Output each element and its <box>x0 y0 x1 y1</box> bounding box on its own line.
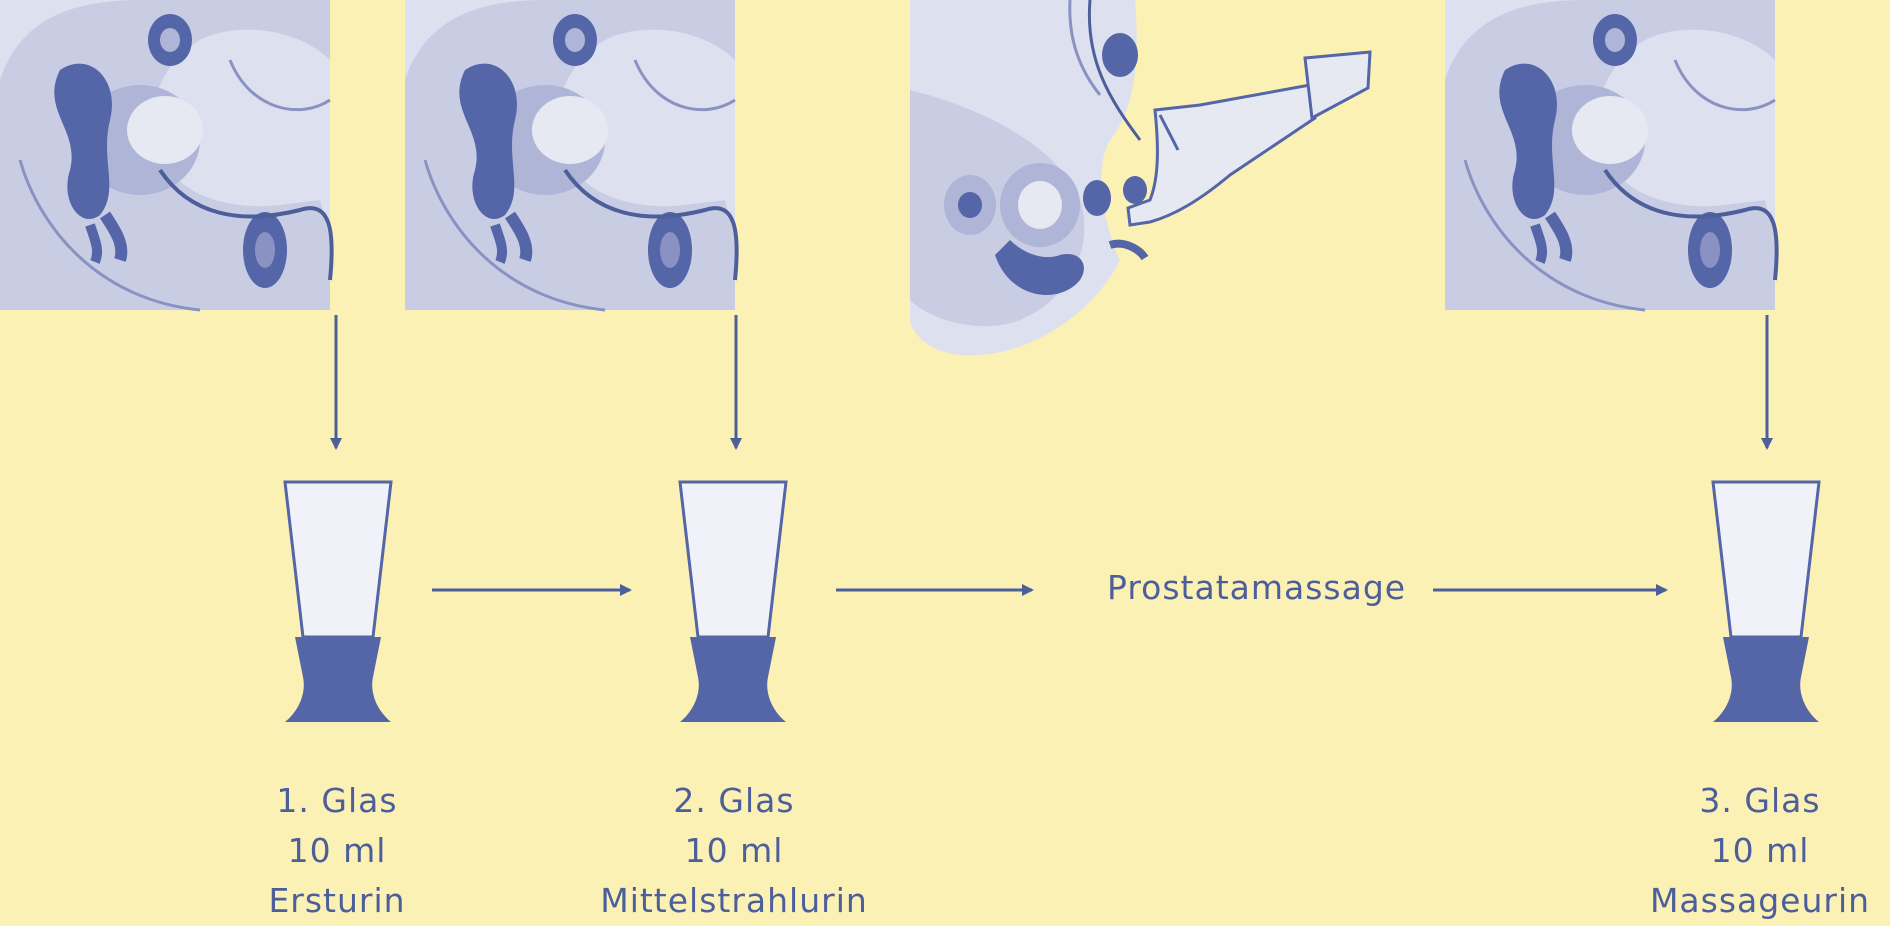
glass-1-volume: 10 ml <box>167 826 507 876</box>
glass-1-caption: 1. Glas 10 ml Ersturin <box>167 776 507 926</box>
glass-1-number: 1. Glas <box>167 776 507 826</box>
pelvis-illustration-1 <box>0 0 332 310</box>
pelvis-illustration-3 <box>1445 0 1777 310</box>
glass-2 <box>680 482 786 722</box>
glass-3-name: Massageurin <box>1590 876 1890 926</box>
glass-2-name: Mittelstrahlurin <box>564 876 904 926</box>
glass-2-volume: 10 ml <box>564 826 904 876</box>
pelvis-illustration-2 <box>405 0 737 310</box>
glass-3-volume: 10 ml <box>1590 826 1890 876</box>
glass-3 <box>1713 482 1819 722</box>
glass-3-number: 3. Glas <box>1590 776 1890 826</box>
glass-2-caption: 2. Glas 10 ml Mittelstrahlurin <box>564 776 904 926</box>
glass-1-name: Ersturin <box>167 876 507 926</box>
prostate-massage-label: Prostatamassage <box>1107 568 1406 607</box>
prostate-massage-illustration <box>910 0 1370 355</box>
glass-2-number: 2. Glas <box>564 776 904 826</box>
glass-3-caption: 3. Glas 10 ml Massageurin <box>1590 776 1890 926</box>
glass-1 <box>285 482 391 722</box>
